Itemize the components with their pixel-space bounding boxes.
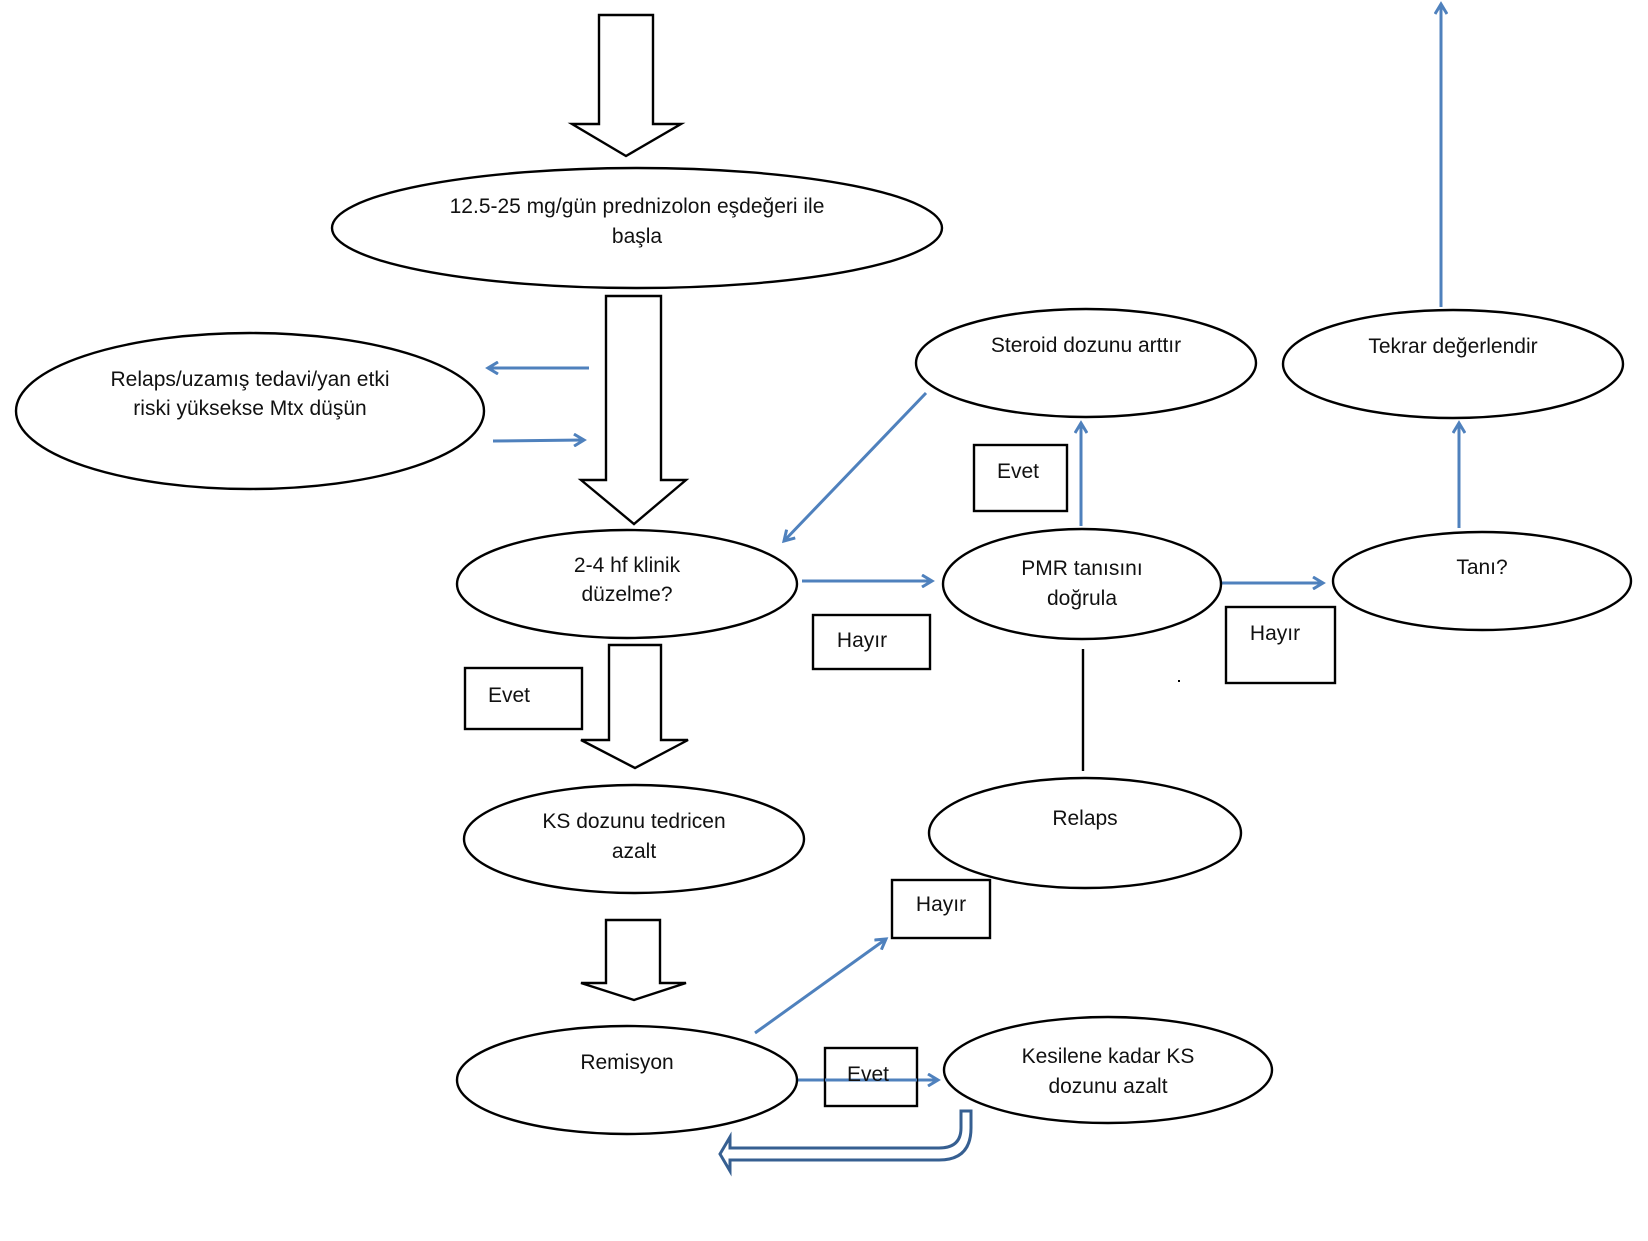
arrow-remission-to-hayir: [754, 939, 886, 1035]
node-diagnosis: [1331, 530, 1633, 632]
label-box-hayir-pmr: [1224, 605, 1337, 685]
label-evet-remission: Evet: [847, 1063, 889, 1086]
block-arrow-top: [567, 13, 686, 158]
node-relapse: [927, 776, 1243, 890]
label-hayir-clinical: Hayır: [837, 629, 887, 652]
node-clinical-text-1: 2-4 hf klinik: [574, 554, 681, 577]
node-clinical-text-2: düzelme?: [581, 583, 672, 606]
node-mtx-text-1: Relaps/uzamış tedavi/yan etki: [111, 368, 390, 391]
node-stop-ks: [942, 1015, 1274, 1125]
label-box-hayir-remission: [890, 878, 992, 940]
arrow-steroid-to-clinical: [784, 391, 928, 541]
node-pmr-text-1: PMR tanısını: [1021, 557, 1142, 580]
label-box-hayir-clinical: [811, 613, 932, 671]
arrow-from-mtx: [492, 440, 584, 441]
node-diagnosis-text: Tanı?: [1456, 556, 1507, 579]
label-hayir-remission: Hayır: [916, 893, 966, 916]
block-arrow-taper-to-remission: [580, 918, 687, 1002]
label-box-evet-remission: [823, 1046, 919, 1108]
node-pmr-text-2: doğrula: [1047, 587, 1117, 610]
node-ks-taper-text-2: azalt: [612, 840, 657, 863]
node-start: [330, 166, 944, 290]
node-relapse-text: Relaps: [1052, 807, 1117, 830]
stray-dot: [1178, 680, 1180, 682]
block-arrow-start-to-clinical: [577, 294, 690, 526]
label-evet-clinical: Evet: [488, 684, 530, 707]
node-steroid-up: [914, 307, 1258, 419]
node-remission: [455, 1024, 799, 1136]
label-box-evet-steroid: [972, 443, 1069, 513]
node-mtx: [14, 331, 486, 491]
node-ks-taper-text-1: KS dozunu tedricen: [542, 810, 725, 833]
node-pmr: [941, 527, 1223, 641]
node-mtx-text-2: riski yüksekse Mtx düşün: [133, 397, 366, 420]
node-clinical: [455, 528, 799, 640]
node-start-text-2: başla: [612, 225, 663, 248]
node-remission-text: Remisyon: [580, 1051, 673, 1074]
node-reassess: [1281, 308, 1625, 420]
block-arrow-clinical-to-taper: [580, 643, 689, 770]
node-steroid-up-text: Steroid dozunu arttır: [991, 334, 1181, 357]
uturn-arrow: [718, 1109, 973, 1177]
label-evet-steroid: Evet: [997, 460, 1039, 483]
label-hayir-pmr: Hayır: [1250, 622, 1300, 645]
node-stop-ks-text-1: Kesilene kadar KS: [1022, 1045, 1195, 1068]
node-reassess-text: Tekrar değerlendir: [1368, 335, 1537, 358]
node-start-text-1: 12.5-25 mg/gün prednizolon eşdeğeri ile: [450, 195, 825, 218]
node-ks-taper: [462, 783, 806, 895]
node-stop-ks-text-2: dozunu azalt: [1048, 1075, 1167, 1098]
label-box-evet-clinical: [463, 666, 584, 731]
